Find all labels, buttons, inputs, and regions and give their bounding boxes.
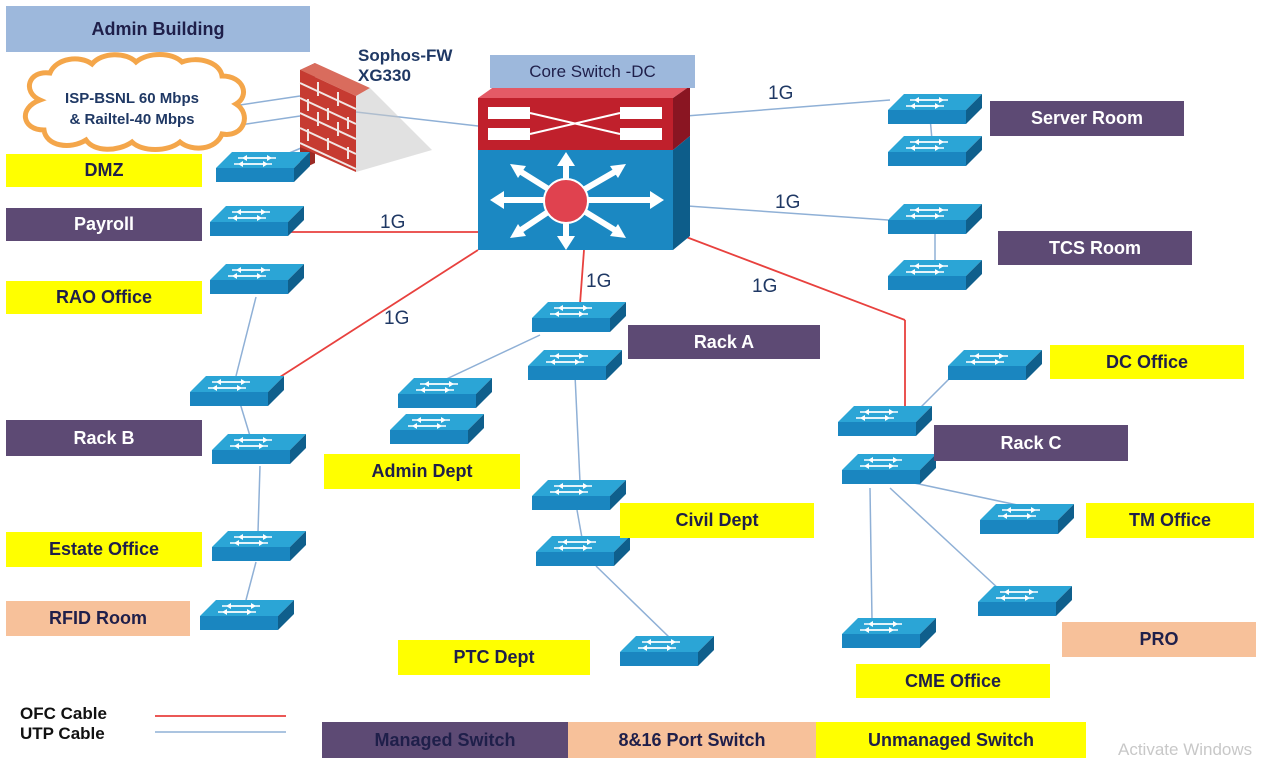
cable-rackc-dc [919, 377, 951, 409]
switch-rack-a-1 [532, 302, 626, 332]
cable-core-server [672, 99, 891, 118]
switch-rack-b-1 [190, 376, 284, 406]
switch-admin-dept-1 [398, 378, 492, 408]
speed-rack-c: 1G [752, 276, 778, 297]
label-tcs-room: TCS Room [998, 231, 1192, 265]
switch-dc-office [948, 350, 1042, 380]
speed-rack-b: 1G [384, 308, 410, 329]
legend-unmanaged-switch: Unmanaged Switch [816, 722, 1086, 758]
switch-pro [978, 586, 1072, 616]
cable-rackb-estate [257, 465, 261, 533]
cable-rackc-pro [889, 487, 1001, 591]
firewall-label-line2: XG330 [358, 66, 411, 85]
label-server-room: Server Room [990, 101, 1184, 136]
switch-rack-c-1 [838, 406, 932, 436]
switch-rack-a-2 [528, 350, 622, 380]
label-rao-office: RAO Office [6, 281, 202, 314]
isp-cloud [22, 52, 247, 152]
switch-tcs-room-1 [888, 204, 982, 234]
label-pro: PRO [1062, 622, 1256, 657]
cable-rackc-cme [869, 487, 873, 621]
switch-rack-b-2 [212, 434, 306, 464]
switch-rack-c-2 [842, 454, 936, 484]
switch-civil-dept-2 [536, 536, 630, 566]
switch-civil-dept-1 [532, 480, 626, 510]
speed-payroll: 1G [380, 212, 406, 233]
speed-tcs-room: 1G [775, 192, 801, 213]
firewall-label-line1: Sophos-FW [358, 46, 453, 65]
label-civil-dept: Civil Dept [620, 503, 814, 538]
label-admin-dept: Admin Dept [324, 454, 520, 489]
switch-payroll [210, 206, 304, 236]
cable-racka-admin [439, 334, 541, 383]
isp-label-line1: ISP-BSNL 60 Mbps [65, 90, 199, 107]
isp-label: ISP-BSNL 60 Mbps & Railtel-40 Mbps [22, 88, 242, 130]
cable-estate-rfid [245, 561, 257, 601]
switches [190, 94, 1074, 666]
cable-core-racka [579, 249, 585, 305]
cable-rackc-tm [899, 479, 1023, 507]
firewall-label: Sophos-FW XG330 [358, 46, 452, 86]
label-estate-office: Estate Office [6, 532, 202, 567]
cable-civil-stack [576, 509, 583, 539]
switch-rao-office [210, 264, 304, 294]
cable-core-rackc-1 [672, 231, 906, 321]
cable-core-rackb [279, 249, 479, 378]
label-dc-office: DC Office [1050, 345, 1244, 379]
legend-managed-switch: Managed Switch [322, 722, 568, 758]
cable-core-tcs [672, 204, 889, 221]
cable-isp-fw-1 [239, 95, 301, 106]
core-switch-label: Core Switch -DC [490, 55, 695, 88]
legend-ofc-label: OFC Cable [20, 704, 107, 723]
label-cme-office: CME Office [856, 664, 1050, 698]
switch-dmz [216, 152, 310, 182]
switch-rfid-room [200, 600, 294, 630]
switch-estate-office [212, 531, 306, 561]
label-dmz: DMZ [6, 154, 202, 187]
isp-label-line2: & Railtel-40 Mbps [69, 111, 195, 128]
label-rack-a: Rack A [628, 325, 820, 359]
label-rack-b: Rack B [6, 420, 202, 456]
label-rfid-room: RFID Room [6, 601, 190, 636]
cable-rao-rackb [235, 296, 257, 377]
cable-civil-ptc [595, 565, 671, 639]
cable-isp-fw-2 [239, 115, 301, 126]
speed-server-room: 1G [768, 83, 794, 104]
switch-ptc-dept [620, 636, 714, 666]
switch-cme-office [842, 618, 936, 648]
speed-rack-a: 1G [586, 271, 612, 292]
switch-tm-office [980, 504, 1074, 534]
label-rack-c: Rack C [934, 425, 1128, 461]
watermark-text: Activate Windows [1118, 740, 1253, 759]
label-payroll: Payroll [6, 208, 202, 241]
cable-racka-civil [574, 374, 581, 483]
switch-server-room-2 [888, 136, 982, 166]
label-ptc-dept: PTC Dept [398, 640, 590, 675]
label-tm-office: TM Office [1086, 503, 1254, 538]
firewall-icon [299, 63, 432, 172]
core-switch-icon [478, 86, 690, 250]
legend-port-switch: 8&16 Port Switch [568, 722, 816, 758]
switch-server-room-1 [888, 94, 982, 124]
switch-tcs-room-2 [888, 260, 982, 290]
building-title: Admin Building [6, 6, 310, 52]
switch-admin-dept-2 [390, 414, 484, 444]
legend-utp-label: UTP Cable [20, 724, 105, 743]
